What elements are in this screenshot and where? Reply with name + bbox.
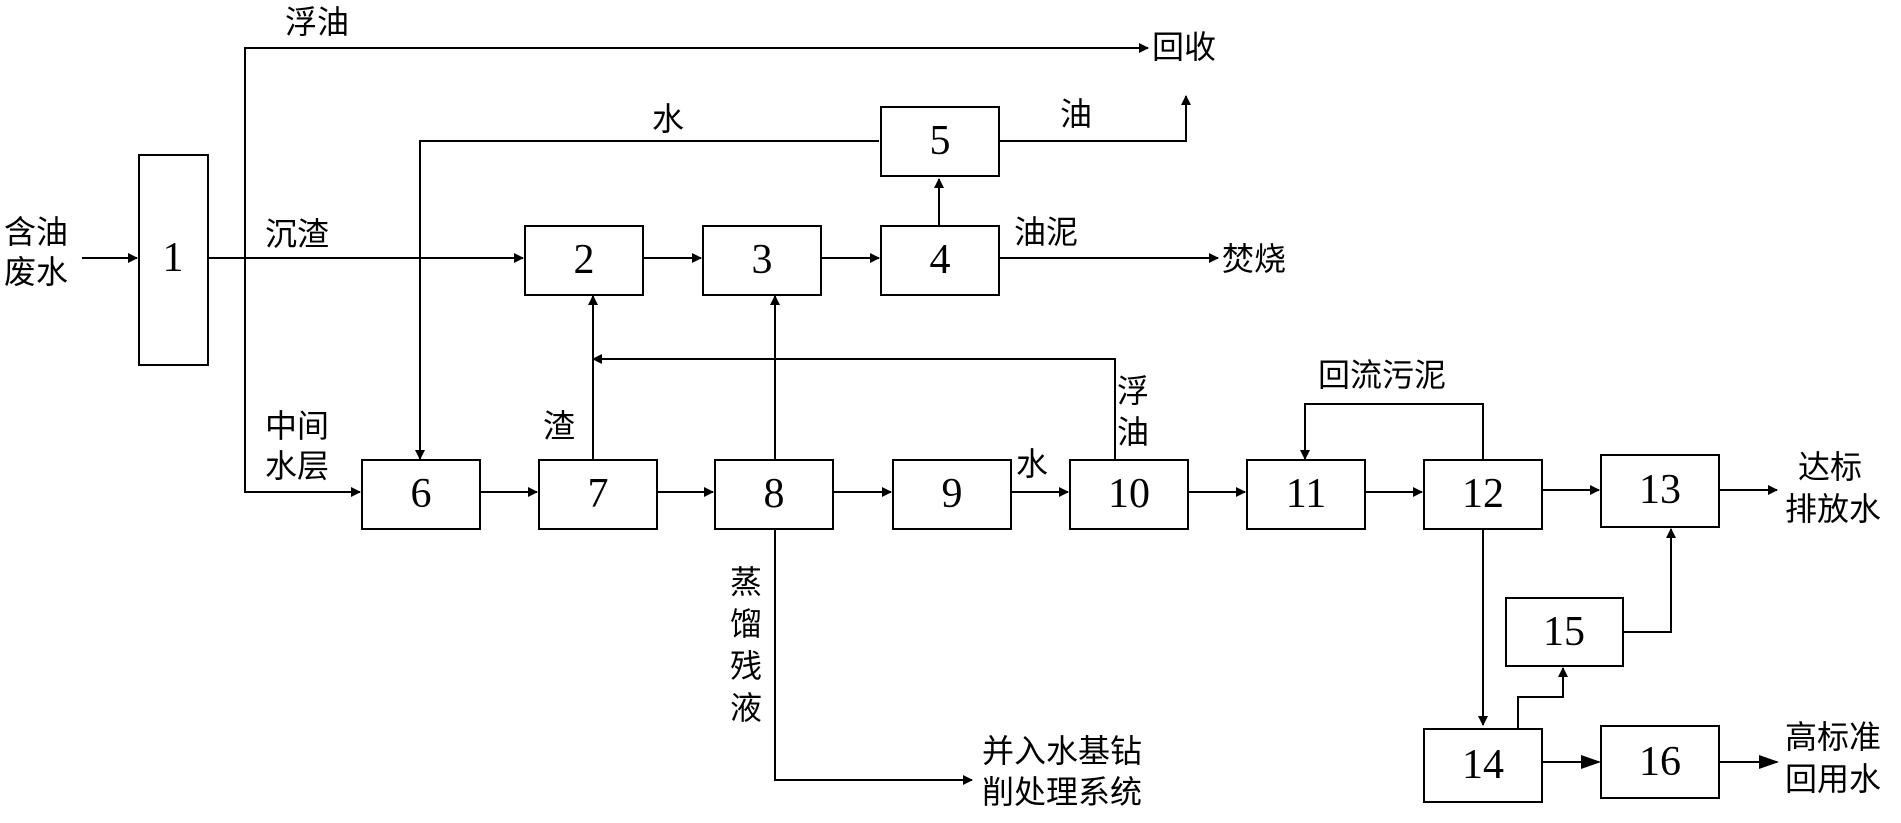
distill-residue-char-1: 蒸 [730, 563, 762, 601]
line-15-to-13 [1623, 528, 1676, 633]
water-9-10-label: 水 [1016, 445, 1048, 483]
box-3-number: 3 [752, 237, 773, 283]
distill-residue-char-2: 馏 [730, 605, 762, 643]
box-15-number: 15 [1543, 609, 1585, 655]
box-4-number: 4 [930, 237, 951, 283]
box-9-number: 9 [942, 471, 963, 517]
recover-label: 回收 [1152, 28, 1216, 66]
middle-water-label-line1: 中间 [265, 407, 329, 445]
sediment-label: 沉渣 [265, 215, 329, 253]
process-box-14 [1423, 728, 1543, 803]
reuse-label-line1: 高标准 [1785, 718, 1881, 756]
merge-system-label-line1: 并入水基钻 [982, 732, 1142, 770]
process-box-15 [1505, 597, 1624, 667]
discharge-label-line2: 排放水 [1785, 490, 1881, 528]
line-8-residue-to-system [774, 527, 973, 785]
oily-sludge-label: 油泥 [1014, 213, 1078, 251]
process-box-8 [714, 459, 834, 530]
water-from-5-label: 水 [652, 100, 684, 138]
reuse-label-line2: 回用水 [1785, 760, 1881, 798]
float-oil-10-label-line1: 浮 [1117, 372, 1149, 410]
process-box-4 [880, 225, 1000, 296]
box-11-number: 11 [1286, 471, 1326, 517]
box-10-number: 10 [1108, 471, 1150, 517]
process-box-10 [1069, 459, 1189, 530]
process-box-5 [880, 106, 1000, 177]
line-5-water-to-6 [415, 140, 879, 460]
line-1-float-oil-to-recover [208, 43, 1149, 259]
line-5-oil-to-recover [999, 95, 1191, 142]
box-6-number: 6 [411, 471, 432, 517]
process-box-13 [1600, 454, 1720, 528]
distill-residue-char-4: 液 [730, 689, 762, 727]
process-box-1 [138, 154, 209, 366]
line-12-return-sludge-to-11 [1300, 403, 1484, 460]
box-13-number: 13 [1639, 467, 1681, 513]
box-14-number: 14 [1462, 742, 1504, 788]
process-box-16 [1600, 725, 1720, 799]
box-1-number: 1 [163, 235, 184, 281]
box-2-number: 2 [574, 237, 595, 283]
line-1-middle-water-to-6 [244, 258, 361, 497]
middle-water-label-line2: 水层 [265, 447, 329, 485]
merge-system-label-line2: 削处理系统 [982, 773, 1142, 811]
input-label-line2: 废水 [4, 253, 68, 291]
oil-from-5-label: 油 [1060, 95, 1092, 133]
return-sludge-label: 回流污泥 [1318, 356, 1446, 394]
slag-label: 渣 [543, 407, 575, 445]
box-12-number: 12 [1462, 471, 1504, 517]
line-14-to-15 [1517, 667, 1568, 728]
line-10-float-oil-return [592, 354, 1116, 459]
float-oil-10-label-line2: 油 [1117, 413, 1149, 451]
process-box-11 [1246, 459, 1366, 530]
box-16-number: 16 [1639, 739, 1681, 785]
incinerate-label: 焚烧 [1222, 240, 1286, 278]
process-box-3 [702, 225, 822, 296]
distill-residue-char-3: 残 [730, 647, 762, 685]
box-8-number: 8 [764, 471, 785, 517]
process-box-2 [524, 225, 644, 296]
process-box-7 [538, 459, 658, 530]
process-box-12 [1423, 459, 1543, 530]
float-oil-top-label: 浮油 [285, 3, 349, 41]
process-box-6 [361, 459, 481, 530]
input-label-line1: 含油 [4, 213, 68, 251]
process-box-9 [892, 459, 1012, 530]
discharge-label-line1: 达标 [1798, 448, 1862, 486]
box-5-number: 5 [930, 118, 951, 164]
box-7-number: 7 [588, 471, 609, 517]
